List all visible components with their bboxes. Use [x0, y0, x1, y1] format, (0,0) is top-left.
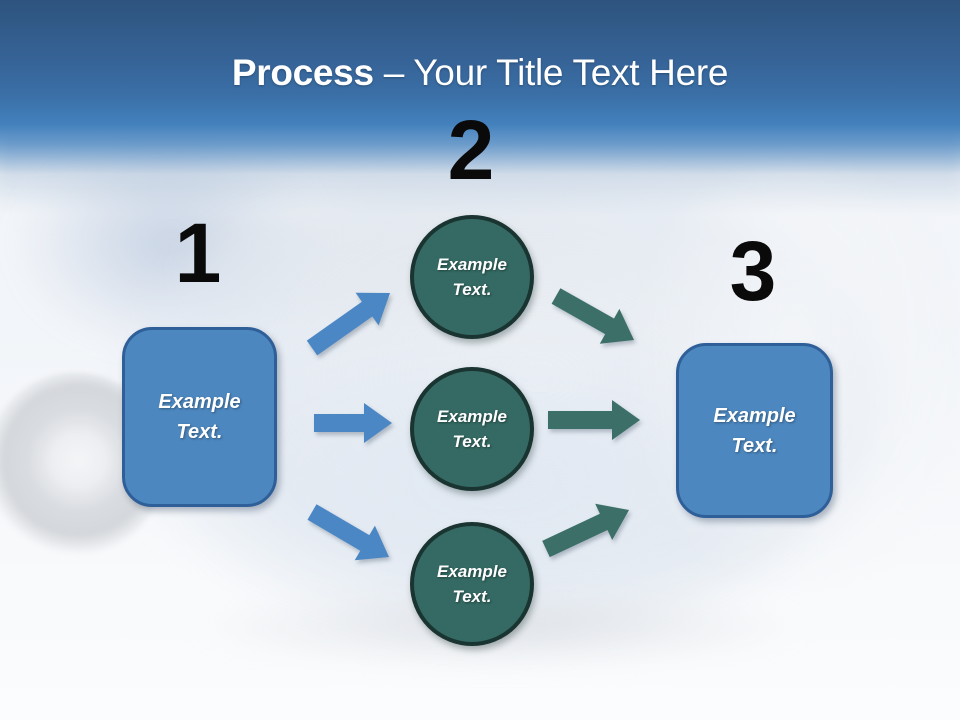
header-band — [0, 0, 960, 215]
process-circle-middle: Example Text. — [410, 367, 534, 491]
process-box-step1-label: Example Text. — [158, 391, 241, 443]
process-circle-middle-label: Example Text. — [437, 406, 507, 452]
process-circle-top: Example Text. — [410, 215, 534, 339]
step-number-2: 2 — [447, 103, 495, 197]
slide-title-emphasis: Process — [231, 52, 374, 93]
process-circle-bottom-label: Example Text. — [437, 561, 507, 607]
process-circle-bottom: Example Text. — [410, 522, 534, 646]
step-number-1: 1 — [174, 206, 222, 300]
process-box-step1: Example Text. — [122, 327, 277, 507]
process-box-step3-label: Example Text. — [713, 404, 796, 457]
slide-title-rest: – Your Title Text Here — [383, 52, 729, 93]
process-circle-top-label: Example Text. — [437, 254, 507, 300]
step-number-3: 3 — [729, 224, 777, 318]
process-box-step3: Example Text. — [676, 343, 833, 518]
slide-title: Process – Your Title Text Here — [0, 52, 960, 94]
